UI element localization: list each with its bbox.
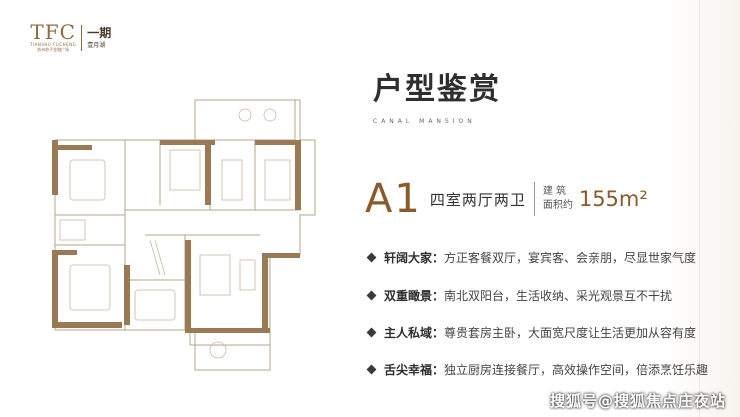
feature-item: 轩阔大家： 方正客餐双厅，宴宾客、会亲朋，尽显世家气度: [366, 249, 697, 266]
page-subtitle: CANAL MANSION: [373, 118, 476, 125]
unit-description: 四室两厅两卫: [429, 190, 526, 209]
plant: [263, 108, 277, 122]
area-label-line1: 建 筑: [542, 186, 567, 197]
feature-item: 舌尖幸福： 独立厨房连接餐厅，高效操作空间，倍添烹饪乐趣: [366, 361, 709, 378]
wall-segment: [262, 253, 300, 258]
stair: [154, 239, 166, 276]
wall-segment: [52, 322, 122, 328]
dining-table: [221, 159, 243, 201]
logo-phase: 一期: [87, 26, 112, 40]
logo: TFC TIANSHU FUCHENG 苏州苏子金融广场 一期 壹月湖: [30, 22, 111, 53]
sofa: [199, 254, 231, 296]
wall-segment: [185, 240, 191, 330]
logo-phase-block: 一期 壹月湖: [87, 26, 111, 49]
feature-label: 双重瞰景：: [384, 289, 445, 303]
bed: [69, 159, 106, 201]
kitchen-counter: [264, 159, 291, 201]
north-balcony: [194, 99, 296, 141]
logo-divider: [81, 24, 83, 51]
area-label: 建 筑 面积约: [543, 185, 573, 213]
wall-segment: [52, 140, 58, 195]
unit-separator: [533, 182, 535, 216]
decorative-stripe: [662, 0, 740, 417]
area-label-line2: 面积约: [542, 200, 573, 211]
feature-text: 尊贵套房主卧，大面宽尺度让生活更加从容有度: [444, 326, 697, 340]
decorative-line: [699, 0, 700, 417]
wall-segment: [205, 140, 211, 205]
wall-segment: [52, 145, 92, 150]
feature-text: 方正客餐双厅，宴宾客、会亲朋，尽显世家气度: [444, 251, 697, 265]
diamond-bullet-icon: [366, 252, 377, 263]
logo-phase-name: 壹月湖: [87, 42, 106, 49]
bed: [134, 289, 176, 321]
page-title: 户型鉴赏: [373, 72, 501, 107]
stair: [149, 239, 161, 276]
wall-segment: [262, 255, 268, 330]
tv-cabinet: [239, 259, 256, 291]
bathroom-fixture: [59, 219, 86, 241]
wall-segment: [255, 140, 300, 145]
feature-label: 轩阔大家：: [384, 251, 445, 265]
wall-segment: [185, 328, 270, 333]
wall-segment: [295, 140, 301, 210]
logo-mark: TFC TIANSHU FUCHENG 苏州苏子金融广场: [30, 22, 76, 53]
watermark: 搜狐号@搜狐焦点庄夜站: [549, 392, 726, 410]
feature-text: 南北双阳台，生活收纳、采光观景互不干扰: [444, 289, 673, 303]
unit-code: A1: [365, 176, 422, 222]
wall-segment: [160, 140, 215, 145]
unit-info: A1 四室两厅两卫 建 筑 面积约 155m²: [365, 176, 648, 222]
logo-brand: TFC: [30, 20, 76, 44]
bed: [69, 264, 111, 311]
feature-label: 舌尖幸福：: [384, 363, 445, 377]
wall-segment: [52, 250, 58, 325]
logo-brand-cn: 苏州苏子金融广场: [37, 47, 70, 52]
south-balcony: [194, 329, 271, 371]
diamond-bullet-icon: [366, 290, 377, 301]
feature-item: 主人私域： 尊贵套房主卧，大面宽尺度让生活更加从容有度: [366, 324, 697, 341]
wall-segment: [52, 250, 77, 255]
area-value: 155m²: [578, 187, 648, 211]
feature-label: 主人私域：: [384, 326, 445, 340]
feature-text: 独立厨房连接餐厅，高效操作空间，倍添烹饪乐趣: [444, 363, 709, 377]
bathroom: [169, 149, 201, 191]
feature-item: 双重瞰景： 南北双阳台，生活收纳、采光观景互不干扰: [366, 287, 673, 304]
wall-segment: [124, 265, 130, 325]
diamond-bullet-icon: [366, 327, 377, 338]
table: [209, 341, 227, 359]
plant: [238, 108, 252, 122]
logo-brand-sub: TIANSHU FUCHENG: [30, 42, 77, 47]
diamond-bullet-icon: [366, 364, 377, 375]
